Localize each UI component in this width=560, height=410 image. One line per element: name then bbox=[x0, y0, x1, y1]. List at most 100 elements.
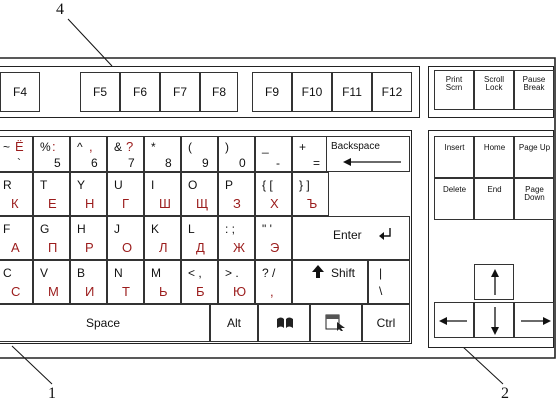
nav-key-label: Insert bbox=[444, 143, 465, 152]
letter-key--row-z[interactable]: < ,Б bbox=[181, 260, 218, 304]
function-key-label: F7 bbox=[172, 85, 187, 99]
cyrillic-letter: Х bbox=[270, 196, 279, 211]
function-key-f6[interactable]: F6 bbox=[120, 72, 160, 112]
function-key-f12[interactable]: F12 bbox=[372, 72, 412, 112]
key-bottom-symbol: 8 bbox=[165, 156, 172, 170]
enter-key[interactable]: Enter bbox=[292, 216, 410, 260]
letter-key--row-z[interactable]: ? /, bbox=[255, 260, 292, 304]
letter-key--row-z[interactable]: > .Ю bbox=[218, 260, 255, 304]
system-key-print-scrn[interactable]: Print Scrn bbox=[434, 70, 474, 110]
number-row-key[interactable]: += bbox=[292, 136, 329, 172]
letter-key--row-a[interactable]: : ;Ж bbox=[218, 216, 255, 260]
latin-letter: > . bbox=[225, 266, 239, 280]
key-top-symbol: % bbox=[40, 140, 51, 154]
cyrillic-letter: Э bbox=[270, 240, 280, 255]
nav-key-label: Page Up bbox=[518, 143, 551, 152]
nav-key-insert[interactable]: Insert bbox=[434, 136, 474, 178]
number-row-key[interactable]: %5: bbox=[33, 136, 70, 172]
arrow-down-key[interactable] bbox=[474, 302, 514, 338]
arrow-up-key[interactable] bbox=[474, 264, 514, 300]
key-bottom-symbol: ` bbox=[17, 156, 21, 170]
letter-key--row-a[interactable]: " 'Э bbox=[255, 216, 292, 260]
backspace-key[interactable]: Backspace bbox=[326, 136, 410, 172]
alt-key[interactable]: Alt bbox=[210, 304, 258, 342]
latin-letter: I bbox=[151, 178, 155, 192]
latin-letter: R bbox=[3, 178, 12, 192]
key-cyrillic-symbol: , bbox=[89, 139, 93, 154]
function-key-f9[interactable]: F9 bbox=[252, 72, 292, 112]
shift-key[interactable]: Shift bbox=[292, 260, 368, 304]
function-key-f4[interactable]: F4 bbox=[0, 72, 40, 112]
arrow-left-key[interactable] bbox=[434, 302, 474, 338]
key-bottom-symbol: - bbox=[276, 156, 280, 170]
number-row-key[interactable]: )0 bbox=[218, 136, 255, 172]
shift-arrow-icon bbox=[312, 265, 324, 278]
leader-line-2 bbox=[461, 345, 504, 385]
function-key-f5[interactable]: F5 bbox=[80, 72, 120, 112]
function-key-f8[interactable]: F8 bbox=[200, 72, 238, 112]
ctrl-key[interactable]: Ctrl bbox=[362, 304, 410, 342]
latin-letter: J bbox=[114, 222, 120, 236]
nav-key-end[interactable]: End bbox=[474, 178, 514, 220]
key-top-symbol: | bbox=[379, 266, 383, 280]
system-key-label: Scroll Lock bbox=[483, 75, 504, 93]
latin-letter: T bbox=[40, 178, 48, 192]
function-key-label: F9 bbox=[264, 85, 279, 99]
nav-key-page-down[interactable]: Page Down bbox=[514, 178, 554, 220]
number-row-key[interactable]: &7? bbox=[107, 136, 144, 172]
number-row-key[interactable]: ~`Ё bbox=[0, 136, 33, 172]
leader-line-1 bbox=[11, 345, 53, 385]
space-key[interactable]: Space bbox=[0, 304, 210, 342]
arrow-up-icon bbox=[491, 269, 499, 295]
nav-key-home[interactable]: Home bbox=[474, 136, 514, 178]
cyrillic-letter: К bbox=[11, 196, 19, 211]
latin-letter: U bbox=[114, 178, 123, 192]
system-key-pause-break[interactable]: Pause Break bbox=[514, 70, 554, 110]
latin-letter: G bbox=[40, 222, 50, 236]
backspace-arrow-icon bbox=[343, 158, 401, 166]
key-bottom-symbol: 5 bbox=[54, 156, 61, 170]
number-row-key[interactable]: (9 bbox=[181, 136, 218, 172]
number-row-key[interactable]: *8 bbox=[144, 136, 181, 172]
cyrillic-letter: О bbox=[122, 240, 133, 255]
key-bottom-symbol: 7 bbox=[128, 156, 135, 170]
key-top-symbol: ( bbox=[188, 140, 192, 154]
function-key-f10[interactable]: F10 bbox=[292, 72, 332, 112]
context-menu-key[interactable] bbox=[310, 304, 362, 342]
letter-key--row-q[interactable]: } ]Ъ bbox=[292, 172, 329, 216]
nav-key-delete[interactable]: Delete bbox=[434, 178, 474, 220]
number-row-key[interactable]: _- bbox=[255, 136, 292, 172]
system-key-scroll-lock[interactable]: Scroll Lock bbox=[474, 70, 514, 110]
backslash-key[interactable]: |\ bbox=[368, 260, 410, 304]
arrow-down-icon bbox=[491, 307, 499, 335]
nav-key-page-up[interactable]: Page Up bbox=[514, 136, 554, 178]
cyrillic-letter: Ь bbox=[159, 284, 168, 299]
letter-key--row-q[interactable]: { [Х bbox=[255, 172, 292, 216]
latin-letter: } ] bbox=[299, 178, 310, 192]
number-row-key[interactable]: ^6, bbox=[70, 136, 107, 172]
arrow-right-key[interactable] bbox=[514, 302, 554, 338]
windows-key[interactable] bbox=[258, 304, 310, 342]
function-key-f7[interactable]: F7 bbox=[160, 72, 200, 112]
function-key-f11[interactable]: F11 bbox=[332, 72, 372, 112]
latin-letter: V bbox=[40, 266, 49, 280]
key-top-symbol: _ bbox=[262, 140, 269, 154]
